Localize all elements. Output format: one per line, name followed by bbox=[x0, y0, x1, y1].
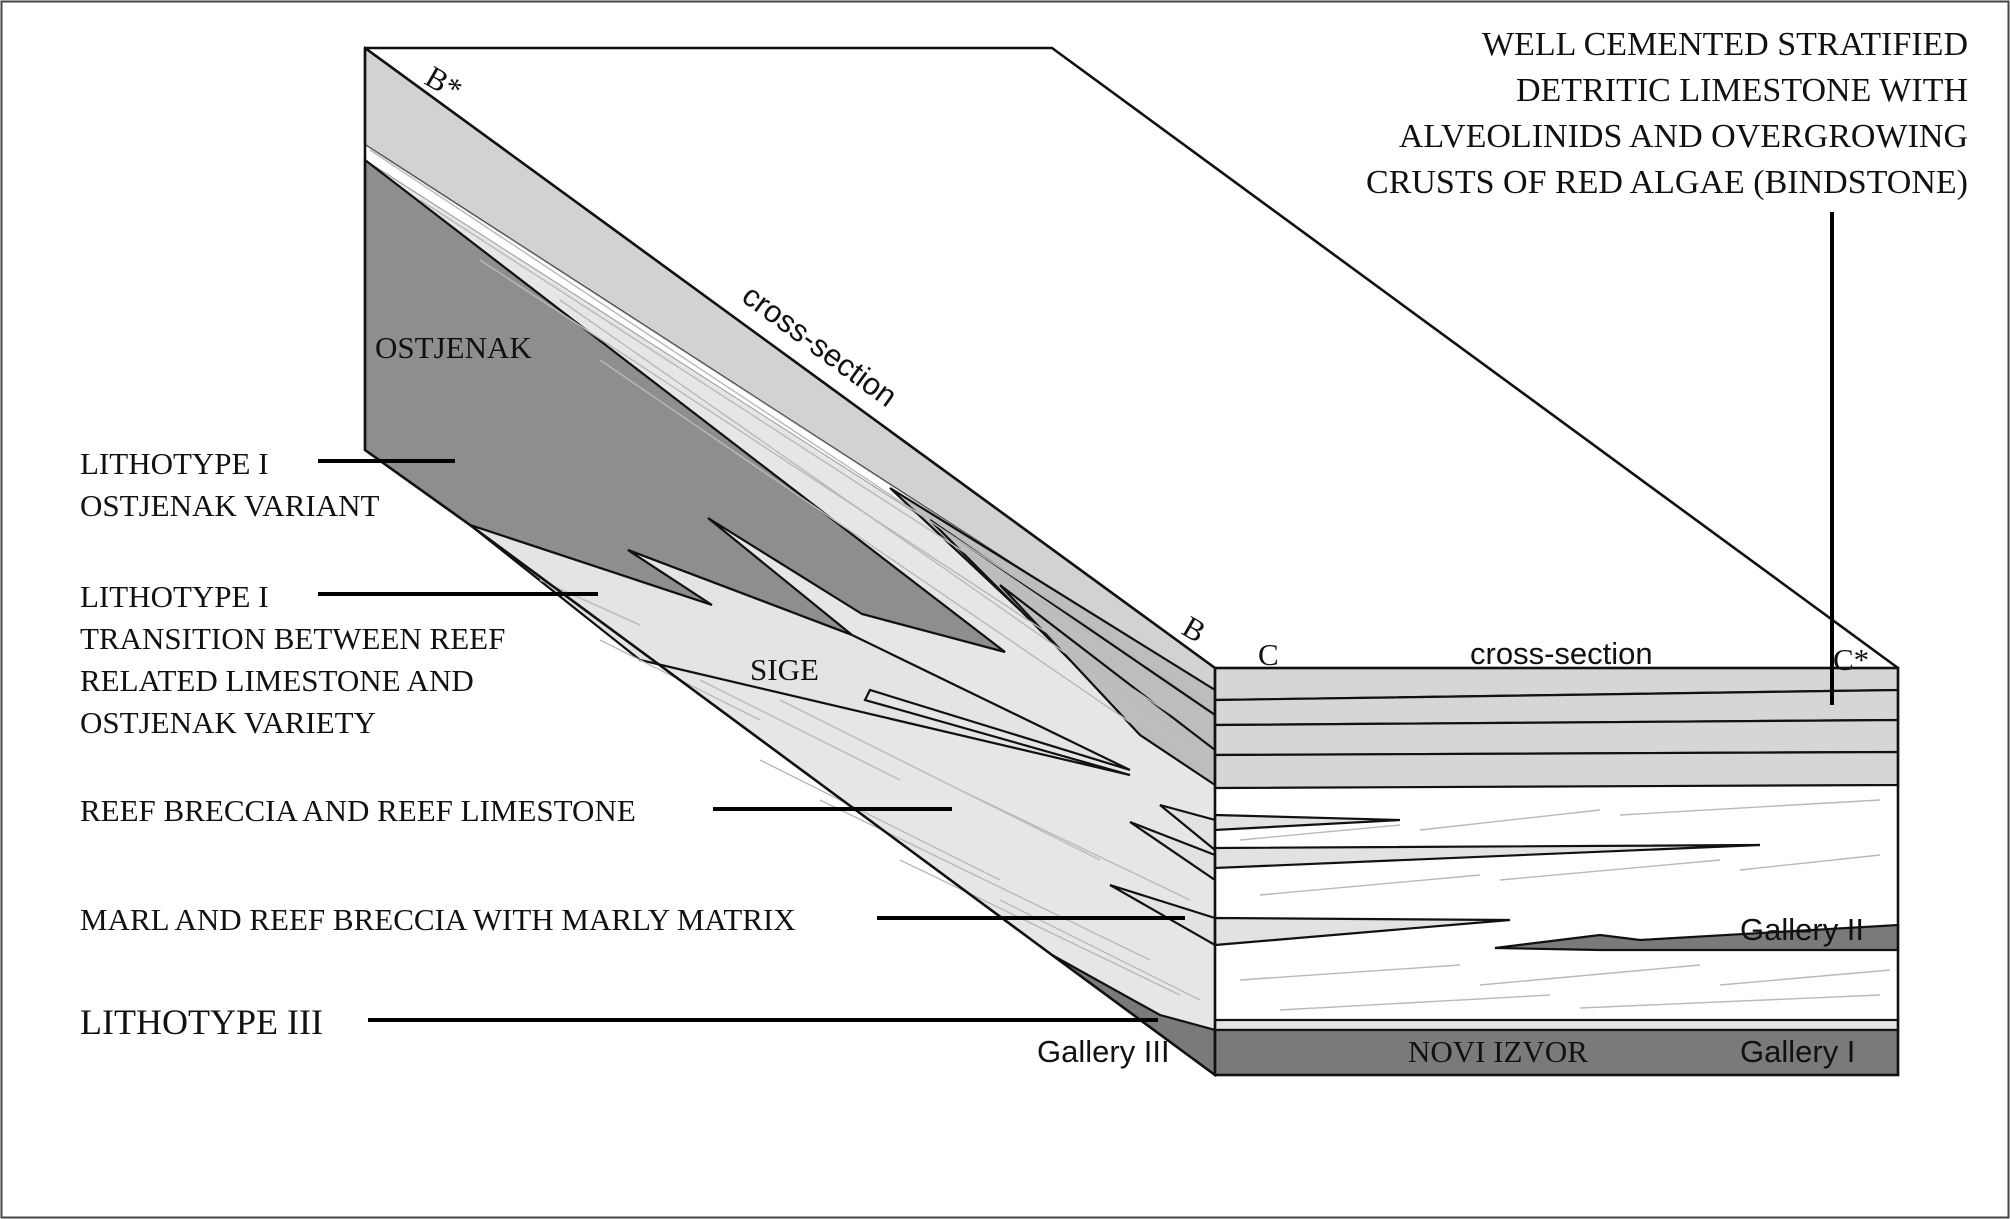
b-face-hatching bbox=[369, 149, 1201, 1001]
lithotype1-transition-line-3: RELATED LIMESTONE AND bbox=[80, 663, 474, 698]
novi-izvor-label: NOVI IZVOR bbox=[1408, 1034, 1588, 1069]
marl-breccia-label: MARL AND REEF BRECCIA WITH MARLY MATRIX bbox=[80, 902, 796, 937]
ostjenak-label: OSTJENAK bbox=[375, 330, 532, 365]
sige-label: SIGE bbox=[750, 652, 819, 687]
top-note-line-3: ALVEOLINIDS AND OVERGROWING bbox=[1399, 118, 1968, 155]
gallery-iii-label: Gallery III bbox=[1037, 1034, 1170, 1069]
gallery-i-label: Gallery I bbox=[1740, 1034, 1855, 1069]
lithotype1-ostjenak-line-1: LITHOTYPE I bbox=[80, 446, 269, 481]
top-note-line-4: CRUSTS OF RED ALGAE (BINDSTONE) bbox=[1366, 164, 1968, 201]
lithotype3-label: LITHOTYPE III bbox=[80, 1002, 323, 1042]
block-outline-top bbox=[365, 46, 1899, 670]
block-top-face bbox=[365, 48, 1898, 668]
gallery-ii-label: Gallery II bbox=[1740, 912, 1864, 947]
top-note-line-1: WELL CEMENTED STRATIFIED bbox=[1482, 26, 1968, 63]
c-face-hatching bbox=[1239, 799, 1891, 1011]
block-outline-left bbox=[363, 48, 1216, 1077]
c-cross-section-label: cross-section bbox=[1470, 636, 1653, 671]
lithotype1-transition-line-1: LITHOTYPE I bbox=[80, 579, 269, 614]
sige-wedge-1 bbox=[469, 523, 1131, 777]
c-thin-base-bed bbox=[1213, 1018, 1900, 1032]
block-outline-b-edge bbox=[364, 46, 1900, 1077]
lithotype1-ostjenak-line-2: OSTJENAK VARIANT bbox=[80, 488, 379, 523]
lithotype1-transition-line-4: OSTJENAK VARIETY bbox=[80, 705, 376, 740]
lithotype1-transition-line-2: TRANSITION BETWEEN REEF bbox=[80, 621, 505, 656]
c-star-label: C* bbox=[1833, 642, 1869, 677]
c-bed-3 bbox=[1213, 718, 1900, 757]
top-note-line-2: DETRITIC LIMESTONE WITH bbox=[1516, 72, 1968, 109]
novi-izvor-dark-bed bbox=[1213, 1028, 1900, 1077]
c-bed-4 bbox=[1213, 750, 1900, 790]
reef-breccia-label: REEF BRECCIA AND REEF LIMESTONE bbox=[80, 793, 636, 828]
c-label: C bbox=[1258, 637, 1279, 672]
